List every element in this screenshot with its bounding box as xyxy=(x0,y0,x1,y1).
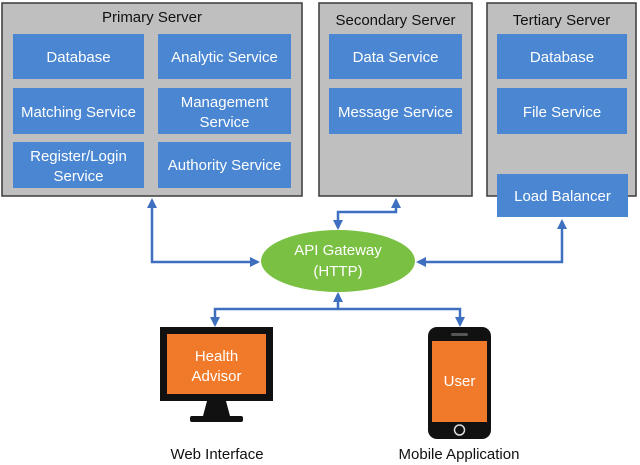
service-data: Data Service xyxy=(329,34,462,79)
home-button-icon xyxy=(453,424,466,436)
svg-text:Database: Database xyxy=(46,49,110,66)
svg-text:Database: Database xyxy=(530,49,594,66)
web-interface-monitor: Health Advisor xyxy=(160,327,273,422)
service-message: Message Service xyxy=(329,88,462,134)
web-screen-line-2: Advisor xyxy=(191,368,241,385)
service-database-tertiary: Database xyxy=(497,34,627,79)
arrow-secondary-gateway xyxy=(333,198,401,230)
service-analytic: Analytic Service xyxy=(158,34,291,79)
connectors xyxy=(147,198,567,327)
svg-text:(HTTP): (HTTP) xyxy=(313,263,362,280)
mobile-screen-text: User xyxy=(444,373,476,390)
svg-text:Data Service: Data Service xyxy=(353,49,439,66)
primary-server: Primary Server Database Analytic Service… xyxy=(1,2,303,197)
arrow-loadbalancer-gateway xyxy=(416,219,567,267)
web-screen-line-1: Health xyxy=(195,348,238,365)
web-interface-caption: Web Interface xyxy=(170,446,263,463)
secondary-server: Secondary Server Data Service Message Se… xyxy=(318,2,473,197)
arrow-to-mobile xyxy=(338,307,465,327)
service-authority: Authority Service xyxy=(158,142,291,188)
arrow-to-web xyxy=(210,307,338,327)
service-management: Management Service xyxy=(158,88,291,134)
svg-text:Load Balancer: Load Balancer xyxy=(514,188,611,205)
svg-text:Service: Service xyxy=(53,168,103,185)
svg-text:Authority Service: Authority Service xyxy=(168,157,281,174)
svg-text:File Service: File Service xyxy=(523,104,601,121)
service-database-primary: Database xyxy=(13,34,144,79)
svg-text:Register/Login: Register/Login xyxy=(30,148,127,165)
tertiary-server: Tertiary Server Database File Service xyxy=(486,2,637,197)
secondary-server-title: Secondary Server xyxy=(335,12,455,29)
mobile-application-caption: Mobile Application xyxy=(399,446,520,463)
svg-text:Message Service: Message Service xyxy=(338,104,453,121)
load-balancer: Load Balancer xyxy=(497,174,628,217)
tertiary-server-title: Tertiary Server xyxy=(513,12,611,29)
mobile-phone: User xyxy=(428,327,491,439)
service-file: File Service xyxy=(497,88,627,134)
svg-text:Analytic Service: Analytic Service xyxy=(171,49,278,66)
primary-server-title: Primary Server xyxy=(102,9,202,26)
svg-text:Management: Management xyxy=(181,94,269,111)
svg-text:Matching Service: Matching Service xyxy=(21,104,136,121)
api-gateway: API Gateway (HTTP) xyxy=(261,230,415,292)
service-register-login: Register/Login Service xyxy=(13,142,144,188)
svg-text:API Gateway: API Gateway xyxy=(294,242,382,259)
service-matching: Matching Service xyxy=(13,88,144,134)
svg-text:Service: Service xyxy=(199,114,249,131)
arrow-primary-gateway xyxy=(147,198,260,267)
